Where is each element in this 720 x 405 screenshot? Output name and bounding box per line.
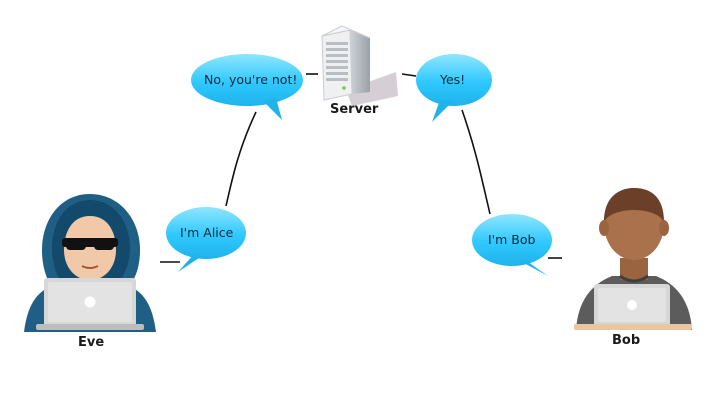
bob-label: Bob xyxy=(612,333,641,348)
speech-bubble-server-to-eve xyxy=(191,54,303,120)
speech-bubble-server-to-bob xyxy=(416,54,492,122)
connector-eve-to-server xyxy=(225,111,257,207)
eve-label: Eve xyxy=(78,335,105,350)
eve-claim-message: I'm Alice xyxy=(180,225,234,240)
server-to-bob-message: Yes! xyxy=(440,72,466,87)
speech-bubble-eve-claim xyxy=(166,207,246,272)
bob-claim-message: I'm Bob xyxy=(488,232,536,247)
server-to-eve-message: No, you're not! xyxy=(204,72,298,87)
laptop-icon xyxy=(36,278,144,330)
connector-server-right xyxy=(401,73,417,77)
laptop-icon xyxy=(574,284,692,330)
connector-server-to-bob xyxy=(461,109,491,215)
server-label: Server xyxy=(330,102,379,117)
server-icon xyxy=(321,25,398,106)
speech-bubble-bob-claim xyxy=(472,214,552,276)
